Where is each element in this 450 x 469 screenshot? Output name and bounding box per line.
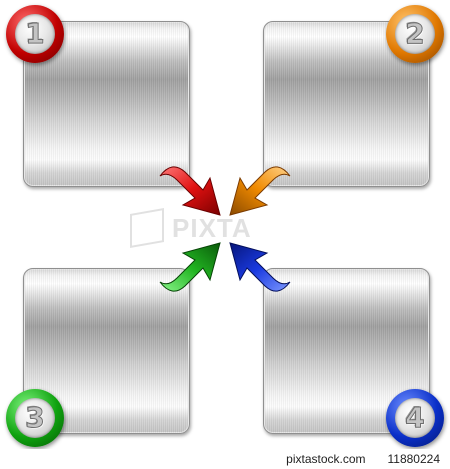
stock-site-label: pixtastock.com <box>286 452 366 466</box>
badge-number: 2 <box>405 17 426 50</box>
badge-number: 1 <box>25 17 46 50</box>
badge-number: 3 <box>25 401 46 434</box>
number-badge-3: 3 <box>6 389 64 447</box>
number-badge-1: 1 <box>6 5 64 63</box>
stock-image-number: 11880224 <box>387 452 441 466</box>
number-badge-2: 2 <box>386 5 444 63</box>
watermark-logo-icon <box>130 208 164 248</box>
stock-footer: pixtastock.com 11880224 <box>0 449 450 469</box>
number-badge-4: 4 <box>386 389 444 447</box>
watermark-text: PIXTA <box>172 212 252 243</box>
badge-number: 4 <box>405 401 426 434</box>
watermark: PIXTA <box>130 208 330 248</box>
